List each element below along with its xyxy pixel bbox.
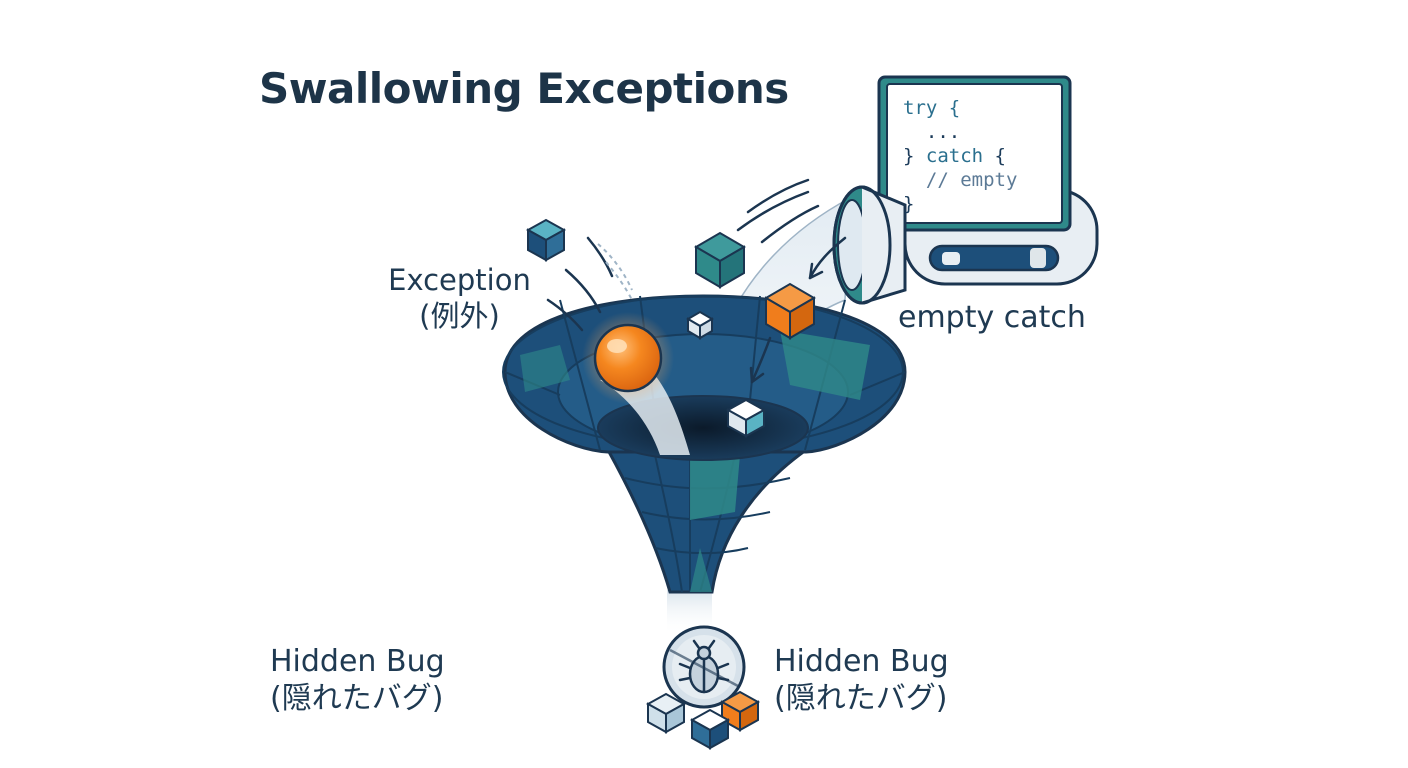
- code-line-5: }: [903, 193, 915, 215]
- ball-icon: [582, 312, 674, 404]
- page-title: Swallowing Exceptions: [259, 64, 789, 113]
- code-line-3-brace: }: [903, 145, 926, 167]
- bug-group: [645, 625, 761, 750]
- arrow-icon: [749, 236, 847, 384]
- funnel-icon: [502, 294, 907, 635]
- data-cube-icon: [525, 218, 816, 438]
- code-line-4: // empty: [903, 169, 1018, 191]
- hidden-bug-label-right: Hidden Bug (隠れたバグ): [774, 643, 949, 717]
- code-snippet: try { ... } catch { // empty }: [903, 96, 1059, 216]
- code-line-2: ...: [903, 121, 961, 143]
- code-line-3-keyword: catch: [925, 145, 984, 167]
- monitor-icon: [877, 75, 1099, 286]
- motion-lines-faint: [597, 243, 633, 301]
- code-line-1: try {: [903, 97, 961, 119]
- empty-catch-label: empty catch: [898, 300, 1086, 335]
- exception-label: Exception (例外): [352, 262, 567, 334]
- hidden-bug-label-left: Hidden Bug (隠れたバグ): [270, 643, 445, 717]
- exception-label-en: Exception: [388, 263, 531, 297]
- exception-label-jp: (例外): [419, 299, 500, 333]
- hidden-bug-right-en: Hidden Bug: [774, 644, 949, 679]
- hidden-bug-right-jp: (隠れたバグ): [774, 681, 948, 716]
- motion-lines: [546, 178, 820, 332]
- code-line-3-end: {: [983, 145, 1006, 167]
- hidden-bug-left-en: Hidden Bug: [270, 644, 445, 679]
- hidden-bug-left-jp: (隠れたバグ): [270, 681, 444, 716]
